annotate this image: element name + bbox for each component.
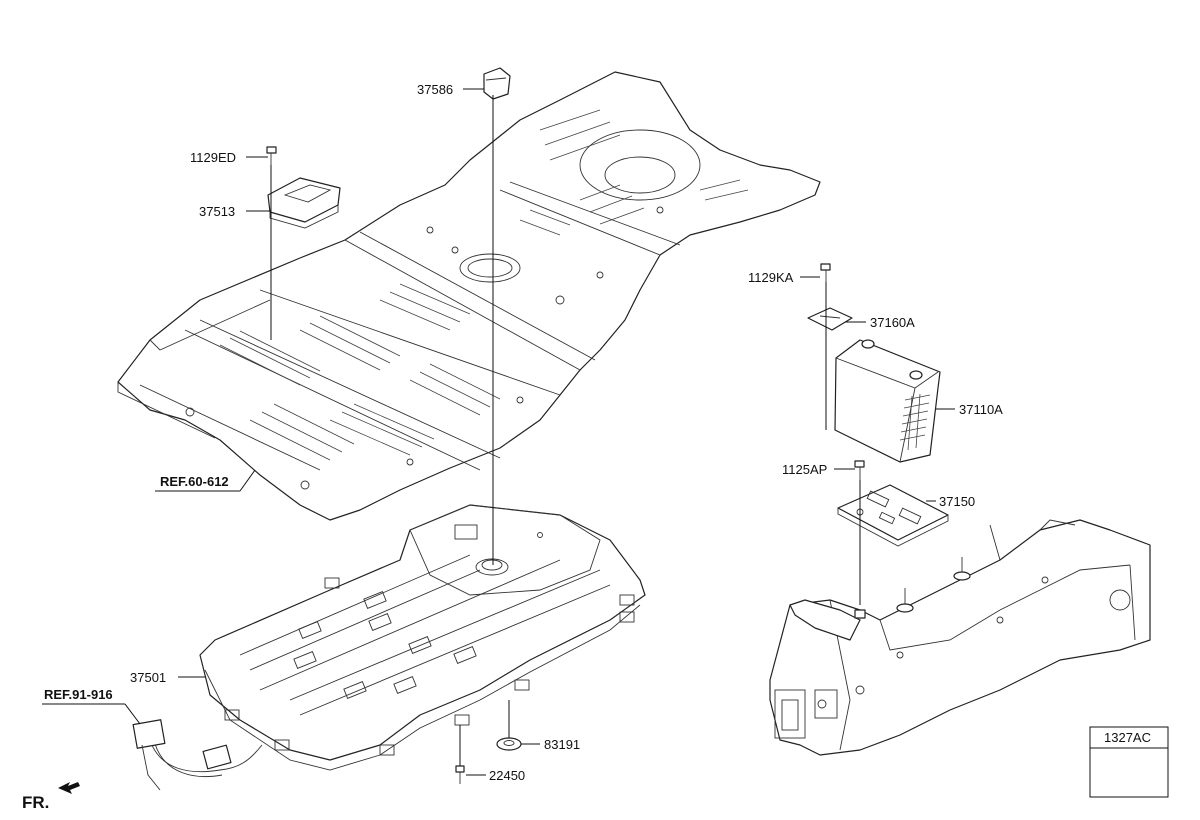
bolt-1129ED [266, 146, 277, 165]
label-1129KA: 1129KA [748, 270, 794, 285]
label-37586: 37586 [417, 82, 453, 97]
module-37513 [267, 177, 341, 229]
part-37586 [483, 67, 511, 100]
bolt-22450 [455, 765, 465, 784]
label-37110A: 37110A [959, 402, 1003, 417]
label-37160A: 37160A [870, 315, 915, 330]
battery-pack [199, 504, 646, 771]
label-1129ED: 1129ED [190, 150, 236, 165]
aux-battery [834, 339, 941, 463]
bolt-1125AP [854, 460, 865, 480]
label-37501: 37501 [130, 670, 166, 685]
label-1125AP: 1125AP [782, 462, 827, 477]
front-arrow-icon [58, 782, 80, 794]
tray-37150 [837, 484, 949, 547]
label-1327AC: 1327AC [1104, 730, 1151, 745]
stud-right [953, 557, 971, 581]
label-37150: 37150 [939, 494, 975, 509]
floor-panel-assembly [117, 71, 821, 521]
label-37513: 37513 [199, 204, 235, 219]
front-label: FR. [22, 793, 49, 812]
harness-connector [132, 719, 263, 791]
bracket-37160A [807, 307, 853, 331]
front-direction-indicator: FR. [22, 782, 80, 812]
label-83191: 83191 [544, 737, 580, 752]
ref-harness: REF.91-916 [44, 687, 113, 702]
grommet-83191 [496, 737, 522, 751]
rear-frame-rail [769, 519, 1151, 756]
label-22450: 22450 [489, 768, 525, 783]
bolt-1129KA [820, 263, 831, 282]
inset-box-1327AC: 1327AC [1089, 726, 1169, 798]
leader-lines [42, 88, 955, 776]
stud-left [896, 588, 914, 613]
ref-floor-panel: REF.60-612 [160, 474, 229, 489]
part-labels: 37586 1129ED 37513 1129KA 37160A 37110A … [44, 82, 1003, 783]
